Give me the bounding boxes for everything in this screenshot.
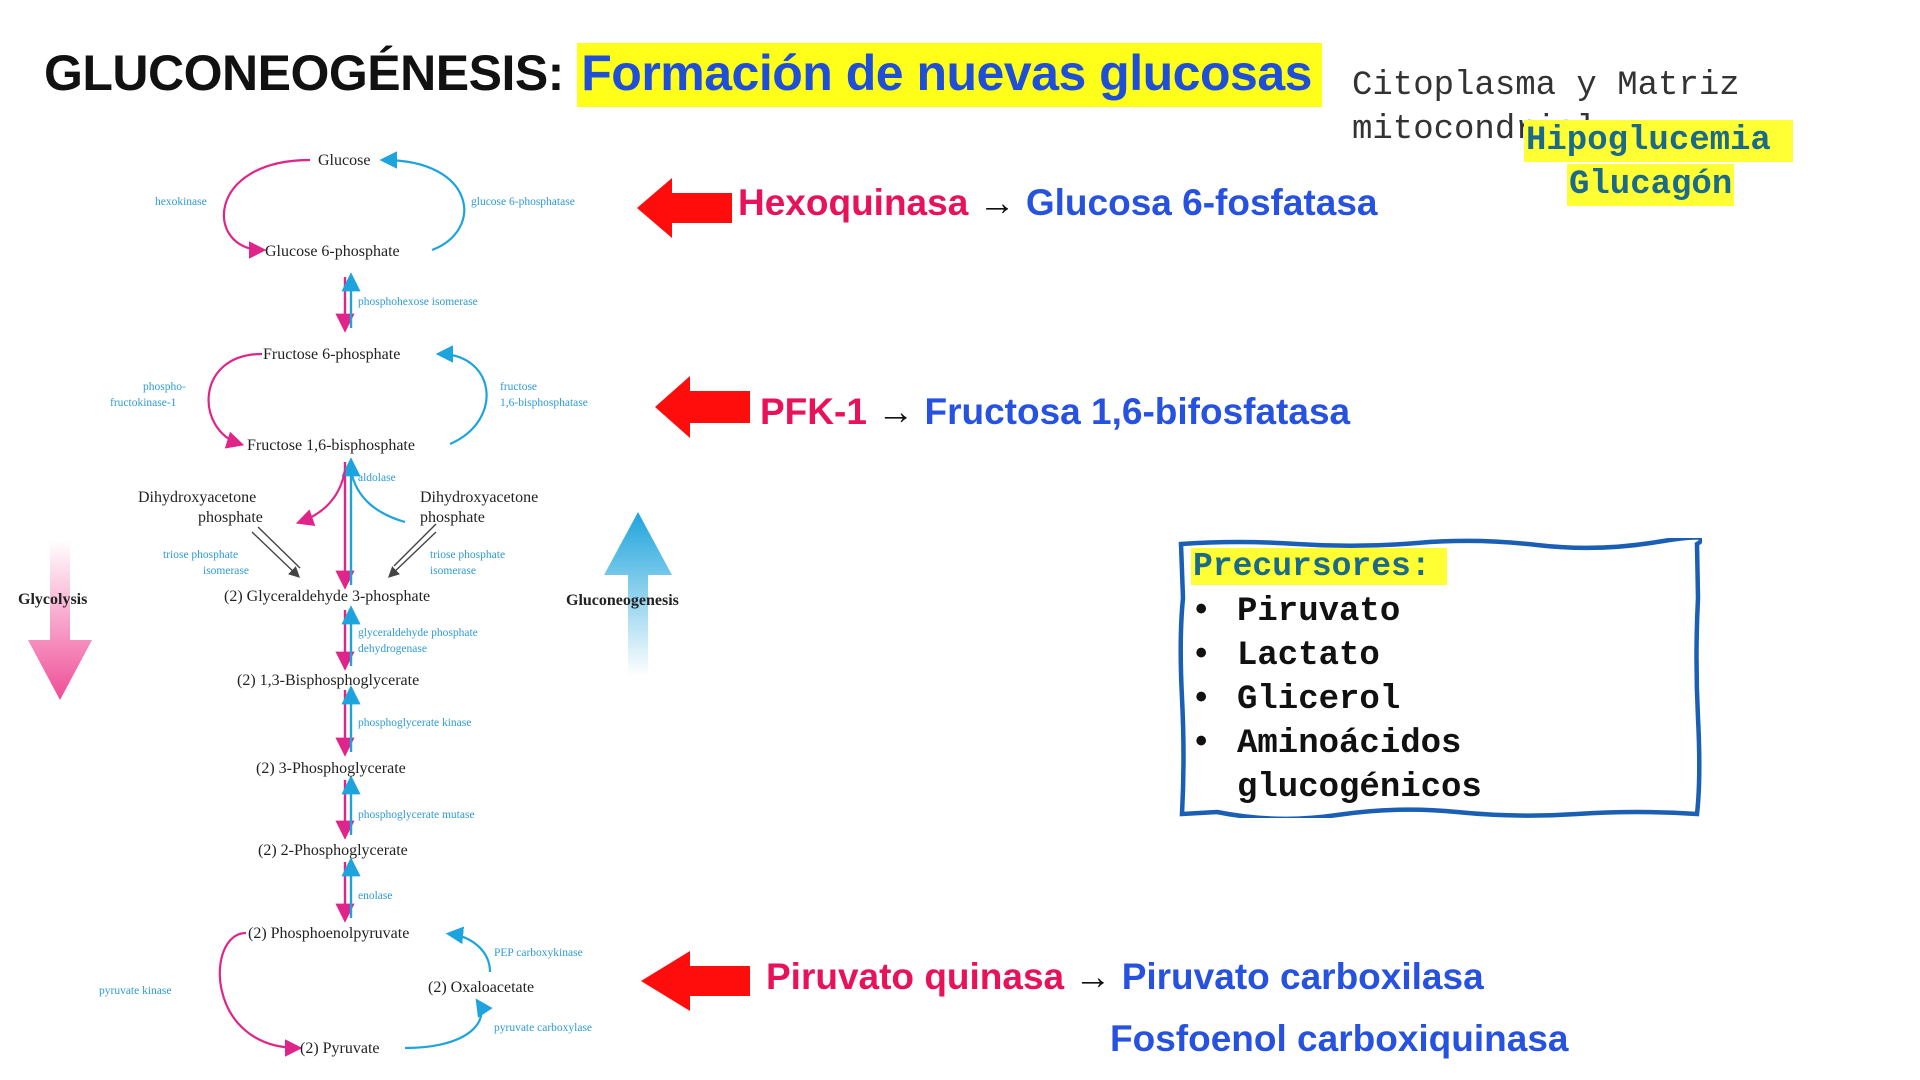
trigger-glucagon: Glucagón	[1567, 164, 1735, 206]
enzyme-label-pep-carboxykinase: PEP carboxykinase	[494, 947, 583, 959]
red-arrow-icon	[655, 376, 750, 438]
enzyme-label-glucose-6-phosphatase: glucose 6-phosphatase	[471, 196, 575, 208]
enzyme-pair-1: Hexoquinasa → Glucosa 6-fosfatasa	[738, 182, 1378, 224]
precursors-box: Precursores: Piruvato Lactato Glicerol A…	[1177, 538, 1702, 818]
enzyme-piruvato-quinasa: Piruvato quinasa	[766, 956, 1065, 997]
enzyme-label-gapdh: glyceraldehyde phosphate	[358, 627, 478, 639]
metabolite-phosphoenolpyruvate: (2) Phosphoenolpyruvate	[248, 925, 409, 942]
pathway-diagram: Glucose Glucose 6-phosphate Fructose 6-p…	[18, 151, 750, 1057]
gluconeogenesis-direction-arrow	[604, 512, 672, 676]
metabolite-3-phosphoglycerate: (2) 3-Phosphoglycerate	[256, 760, 406, 777]
enzyme-label-aldolase: aldolase	[358, 472, 396, 484]
metabolite-2-phosphoglycerate: (2) 2-Phosphoglycerate	[258, 842, 408, 859]
list-item: Glicerol	[1191, 678, 1482, 722]
enzyme-pfk1: PFK-1	[760, 391, 867, 432]
enzyme-pair-3: Piruvato quinasa → Piruvato carboxilasa	[766, 956, 1484, 998]
metabolite-dhap-left: Dihydroxyacetone	[138, 489, 256, 506]
metabolite-fructose-16-bisphosphate: Fructose 1,6-bisphosphate	[247, 437, 415, 454]
enzyme-fosfoenol-carboxiquinasa: Fosfoenol carboxiquinasa	[1110, 1018, 1569, 1059]
metabolite-glyceraldehyde-3-phosphate: (2) Glyceraldehyde 3-phosphate	[224, 588, 430, 605]
list-item: Piruvato	[1191, 590, 1482, 634]
right-arrow-icon: →	[1074, 956, 1112, 997]
list-item: glucogénicos	[1237, 769, 1482, 807]
right-arrow-icon: →	[978, 182, 1016, 223]
enzyme-label-pyruvate-kinase: pyruvate kinase	[99, 985, 172, 997]
enzyme-label-phosphoglycerate-kinase: phosphoglycerate kinase	[358, 717, 471, 729]
enzyme-label-enolase: enolase	[358, 890, 392, 902]
enzyme-fructosa-bifosfatasa: Fructosa 1,6-bifosfatasa	[924, 391, 1351, 432]
precursors-list: Piruvato Lactato Glicerol Aminoácidos gl…	[1191, 590, 1482, 810]
metabolite-glucose-6-phosphate: Glucose 6-phosphate	[265, 243, 400, 260]
enzyme-label-tpi-right-2: isomerase	[430, 565, 476, 577]
enzyme-pair-2: PFK-1 → Fructosa 1,6-bifosfatasa	[760, 391, 1350, 433]
precursors-border	[1178, 538, 1702, 818]
metabolite-fructose-6-phosphate: Fructose 6-phosphate	[263, 346, 400, 363]
glycolysis-direction-arrow	[28, 540, 92, 700]
enzyme-label-fbpase: fructose	[500, 381, 537, 393]
metabolite-dhap-right-2: phosphate	[420, 509, 485, 526]
title-highlight: Formación de nuevas glucosas	[577, 43, 1322, 107]
enzyme-label-pyruvate-carboxylase: pyruvate carboxylase	[494, 1022, 592, 1034]
enzyme-label-tpi-right: triose phosphate	[430, 549, 505, 561]
enzyme-label-pfk1: phospho-	[143, 381, 186, 393]
metabolite-oxaloacetate: (2) Oxaloacetate	[428, 979, 534, 996]
label-glycolysis: Glycolysis	[18, 591, 87, 608]
list-item: Lactato	[1191, 634, 1482, 678]
enzyme-label-phosphoglycerate-mutase: phosphoglycerate mutase	[358, 809, 475, 821]
enzyme-label-tpi-left: triose phosphate	[163, 549, 238, 561]
enzyme-hexoquinasa: Hexoquinasa	[738, 182, 969, 223]
enzyme-label-gapdh-2: dehydrogenase	[358, 643, 427, 655]
metabolite-glucose: Glucose	[318, 152, 370, 169]
enzyme-label-hexokinase: hexokinase	[155, 196, 207, 208]
red-arrow-icon	[637, 178, 732, 238]
enzyme-label-pfk1-2: fructokinase-1	[110, 397, 177, 409]
enzyme-label-phosphohexose-isomerase: phosphohexose isomerase	[358, 296, 478, 308]
red-arrow-icon	[641, 951, 750, 1011]
title-prefix: GLUCONEOGÉNESIS:	[44, 45, 564, 101]
enzyme-label-tpi-left-2: isomerase	[203, 565, 249, 577]
metabolite-13-bisphosphoglycerate: (2) 1,3-Bisphosphoglycerate	[237, 672, 419, 689]
trigger-hipoglucemia: Hipoglucemia	[1524, 120, 1793, 162]
label-gluconeogenesis: Gluconeogenesis	[566, 592, 679, 609]
enzyme-label-fbpase-2: 1,6-bisphosphatase	[500, 397, 588, 409]
list-item: Aminoácidos	[1191, 722, 1482, 766]
metabolite-dhap-right: Dihydroxyacetone	[420, 489, 538, 506]
enzyme-glucosa-6-fosfatasa: Glucosa 6-fosfatasa	[1025, 182, 1378, 223]
precursors-heading: Precursores:	[1191, 548, 1447, 585]
enzyme-piruvato-carboxilasa: Piruvato carboxilasa	[1121, 956, 1484, 997]
page-title: GLUCONEOGÉNESIS: Formación de nuevas glu…	[44, 43, 1322, 107]
right-arrow-icon: →	[877, 391, 915, 432]
metabolite-pyruvate: (2) Pyruvate	[300, 1040, 380, 1057]
metabolite-dhap-left-2: phosphate	[198, 509, 263, 526]
